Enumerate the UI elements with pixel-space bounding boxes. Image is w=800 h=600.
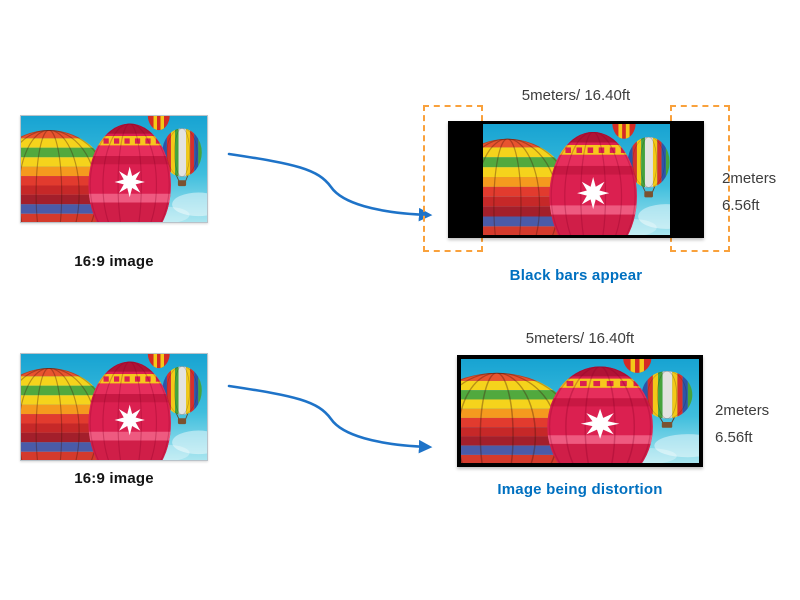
source-image-16-9-top — [20, 115, 208, 223]
curved-arrow-icon — [227, 384, 433, 454]
height-feet-top: 6.56ft — [722, 197, 760, 214]
height-meters-bottom: 2meters — [715, 402, 770, 419]
hot-air-balloons-photo — [483, 124, 670, 235]
hot-air-balloons-photo — [461, 359, 699, 463]
width-dimension-label-bottom: 5meters/ 16.40ft — [525, 330, 635, 347]
led-display-letterbox — [448, 121, 704, 238]
height-dimension-label-top: 2meters 6.56ft — [722, 170, 776, 224]
height-feet-bottom: 6.56ft — [715, 429, 753, 446]
source-image-label-bottom: 16:9 image — [74, 470, 154, 487]
height-meters-top: 2meters — [722, 170, 777, 187]
height-dimension-label-bottom: 2meters 6.56ft — [715, 402, 769, 456]
stretched-image-area — [461, 359, 699, 463]
curved-arrow-icon — [227, 152, 433, 222]
letterboxed-image-area — [483, 124, 670, 235]
caption-black-bars: Black bars appear — [509, 267, 643, 284]
source-image-label-top: 16:9 image — [74, 253, 154, 270]
caption-distortion: Image being distortion — [497, 481, 663, 498]
source-image-16-9-bottom — [20, 353, 208, 461]
hot-air-balloons-photo — [21, 116, 207, 222]
width-dimension-label-top: 5meters/ 16.40ft — [521, 87, 631, 104]
led-display-stretched — [457, 355, 703, 467]
hot-air-balloons-photo — [21, 354, 207, 460]
